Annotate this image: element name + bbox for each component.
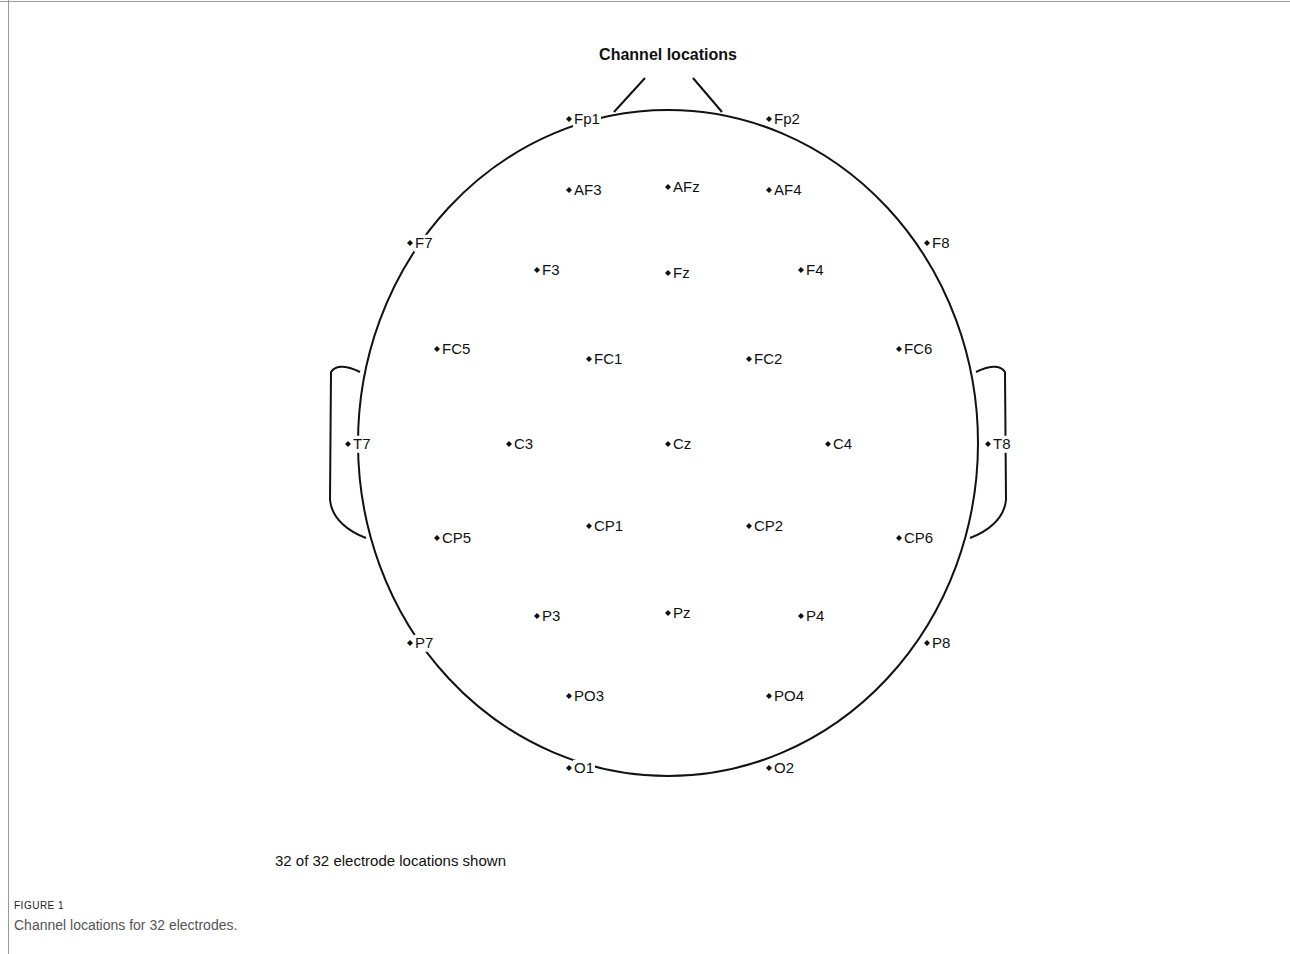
electrode-dot [566, 116, 572, 122]
electrode-dot [586, 523, 592, 529]
electrode-label: FC5 [441, 341, 471, 358]
electrode-label: AFz [672, 179, 701, 196]
figure-number: FIGURE 1 [14, 900, 64, 911]
electrode-label: C4 [832, 436, 853, 453]
frame-line [8, 0, 9, 954]
electrode-dot [534, 613, 540, 619]
electrode-label: Fp2 [773, 111, 801, 128]
electrode-label: CP5 [441, 530, 472, 547]
electrode-dot [665, 441, 671, 447]
electrode-dot [586, 356, 592, 362]
electrode-dot [924, 640, 930, 646]
electrode-dot [896, 535, 902, 541]
electrode-dot [665, 610, 671, 616]
right-ear [970, 367, 1006, 538]
electrode-dot [506, 441, 512, 447]
electrode-label: FC2 [753, 351, 783, 368]
electrode-dot [566, 187, 572, 193]
electrode-label: CP1 [593, 518, 624, 535]
chart-title: Channel locations [599, 46, 737, 64]
electrode-label: P4 [805, 608, 825, 625]
electrode-label: O1 [573, 760, 595, 777]
electrode-label: Fz [672, 265, 691, 282]
electrode-dot [985, 441, 991, 447]
electrode-dot [766, 765, 772, 771]
electrode-dot [798, 613, 804, 619]
electrode-label: FC1 [593, 351, 623, 368]
electrode-label: P3 [541, 608, 561, 625]
electrode-label: P7 [414, 635, 434, 652]
electrode-dot [896, 346, 902, 352]
electrode-label: T8 [992, 436, 1012, 453]
electrode-label: F7 [414, 235, 434, 252]
electrode-dot [746, 356, 752, 362]
electrode-label: Cz [672, 436, 692, 453]
electrode-dot [566, 693, 572, 699]
electrode-label: O2 [773, 760, 795, 777]
electrode-label: AF3 [573, 182, 603, 199]
electrode-label: AF4 [773, 182, 803, 199]
head-outline [358, 110, 978, 776]
left-ear [330, 367, 366, 538]
electrode-label: FC6 [903, 341, 933, 358]
electrode-dot [534, 267, 540, 273]
electrode-dot [798, 267, 804, 273]
nose-outline [614, 78, 722, 112]
electrode-dot [345, 441, 351, 447]
electrode-label: F4 [805, 262, 825, 279]
electrode-label: T7 [352, 436, 372, 453]
electrode-label: F3 [541, 262, 561, 279]
electrode-label: PO3 [573, 688, 605, 705]
electrode-dot [407, 640, 413, 646]
electrode-label: P8 [931, 635, 951, 652]
status-note: 32 of 32 electrode locations shown [275, 853, 506, 870]
electrode-dot [766, 187, 772, 193]
electrode-dot [665, 270, 671, 276]
electrode-label: CP2 [753, 518, 784, 535]
electrode-dot [924, 240, 930, 246]
electrode-label: PO4 [773, 688, 805, 705]
electrode-dot [434, 535, 440, 541]
electrode-label: Pz [672, 605, 692, 622]
electrode-label: Fp1 [573, 111, 601, 128]
electrode-dot [766, 116, 772, 122]
electrode-dot [407, 240, 413, 246]
electrode-label: CP6 [903, 530, 934, 547]
electrode-dot [825, 441, 831, 447]
frame-line [0, 1, 1290, 2]
electrode-label: F8 [931, 235, 951, 252]
electrode-dot [665, 184, 671, 190]
electrode-dot [766, 693, 772, 699]
electrode-label: C3 [513, 436, 534, 453]
electrode-dot [746, 523, 752, 529]
figure-caption: Channel locations for 32 electrodes. [14, 918, 237, 933]
electrode-dot [566, 765, 572, 771]
electrode-dot [434, 346, 440, 352]
